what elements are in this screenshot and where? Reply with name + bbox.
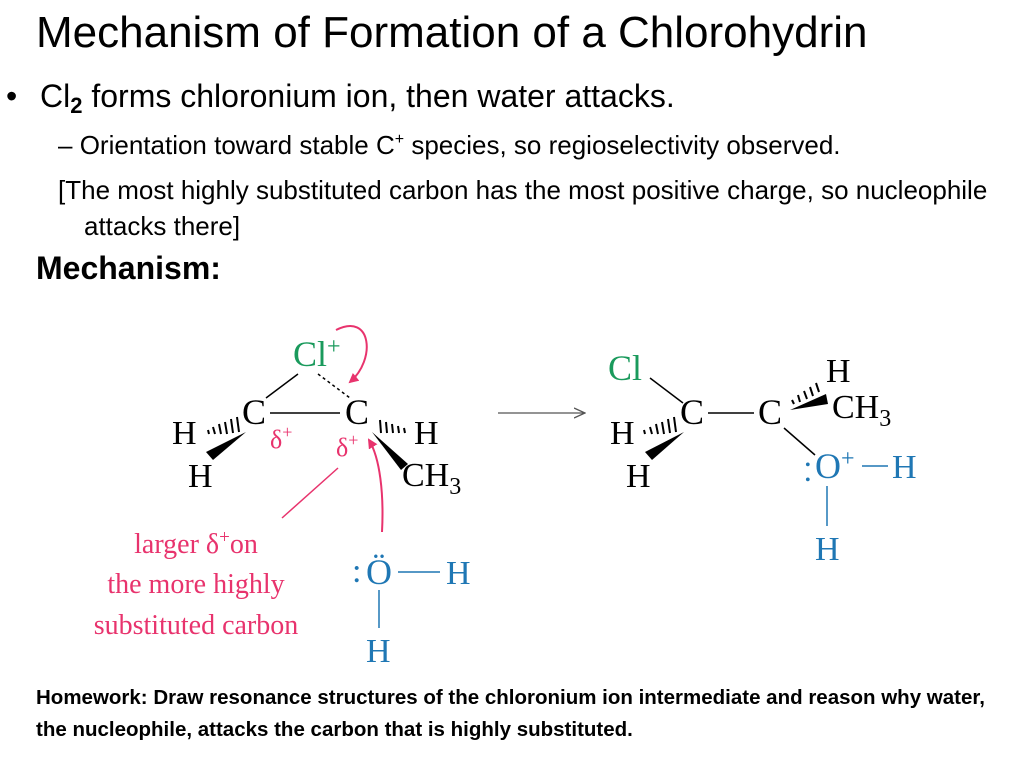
product-h-top: H: [826, 353, 851, 390]
wedge-bond-left: [206, 432, 246, 460]
sub-bullet-dash: –: [58, 130, 73, 160]
product-carbon-right: C: [758, 392, 782, 432]
orientation-text-a: Orientation toward stable C: [79, 130, 395, 160]
h-left-bottom: H: [188, 458, 213, 495]
product-bond-cl-c: [649, 377, 684, 404]
product-cl: Cl: [608, 348, 642, 388]
carbon-left: C: [242, 392, 266, 432]
annotation-line-3: substituted carbon: [94, 610, 299, 641]
cl-symbol: Cl: [40, 78, 71, 114]
water-h-bottom: H: [366, 633, 391, 670]
product-carbon-left: C: [680, 392, 704, 432]
curved-arrow-cl: [335, 325, 368, 384]
chloronium-cl: Cl+: [293, 334, 341, 374]
mechanism-label: Mechanism:: [36, 250, 221, 286]
product-oxygen: O+: [815, 446, 855, 486]
water-h-right: H: [446, 555, 471, 592]
homework-note: Homework: Draw resonance structures of t…: [36, 686, 985, 741]
product-wedge-right: [790, 394, 828, 410]
methyl-group: CH3: [402, 457, 461, 500]
product-oh-right: H: [892, 449, 917, 486]
h-right: H: [414, 415, 439, 452]
wedge-bond-right: [372, 432, 408, 470]
water-oxygen: Ö: [366, 552, 392, 592]
bullet-text-rest: forms chloronium ion, then water attacks…: [82, 78, 675, 114]
water-lone-pair: :: [352, 553, 361, 590]
product-hashed-bond-top: [791, 382, 820, 405]
hashed-bond-right: [379, 419, 406, 434]
bond-cl-c-left: [265, 373, 299, 399]
product-lone-pair-top: •: [805, 457, 811, 474]
annotation-line-1: larger δ+on: [134, 527, 258, 560]
product-h-left-top: H: [610, 415, 635, 452]
product-bond-c-o: [783, 427, 816, 456]
product-h-left-bottom: H: [626, 458, 651, 495]
product-methyl: CH3: [832, 389, 891, 432]
product-oh-bottom: H: [815, 531, 840, 568]
annotation-pointer: [281, 467, 339, 519]
carbon-right: C: [345, 392, 369, 432]
hashed-bond-left: [207, 416, 240, 435]
orientation-text-b: species, so regioselectivity observed.: [404, 130, 841, 160]
cl-subscript: 2: [70, 93, 83, 118]
bullet-text: Cl2 forms chloronium ion, then water att…: [40, 78, 675, 119]
product-lone-pair-bottom: •: [805, 472, 811, 489]
oxonium-charge: +: [841, 446, 855, 472]
sub-bullet-orientation: – Orientation toward stable C+ species, …: [58, 130, 841, 161]
h-left-top: H: [172, 415, 197, 452]
chloronium-charge: +: [327, 334, 341, 360]
product-hashed-bond: [643, 416, 677, 435]
slide-title: Mechanism of Formation of a Chlorohydrin: [36, 8, 868, 57]
delta-left: δ+: [270, 422, 292, 454]
curved-arrow-water: [367, 438, 384, 533]
annotation-line-2: the more highly: [107, 569, 284, 600]
bond-cl-c-right: [317, 373, 351, 399]
sub-bullet-explanation: [The most highly substituted carbon has …: [58, 175, 988, 241]
product-wedge-left: [645, 432, 684, 460]
delta-right: δ+: [336, 430, 358, 462]
carbocation-charge: +: [394, 131, 405, 148]
bullet-marker: •: [6, 78, 18, 114]
